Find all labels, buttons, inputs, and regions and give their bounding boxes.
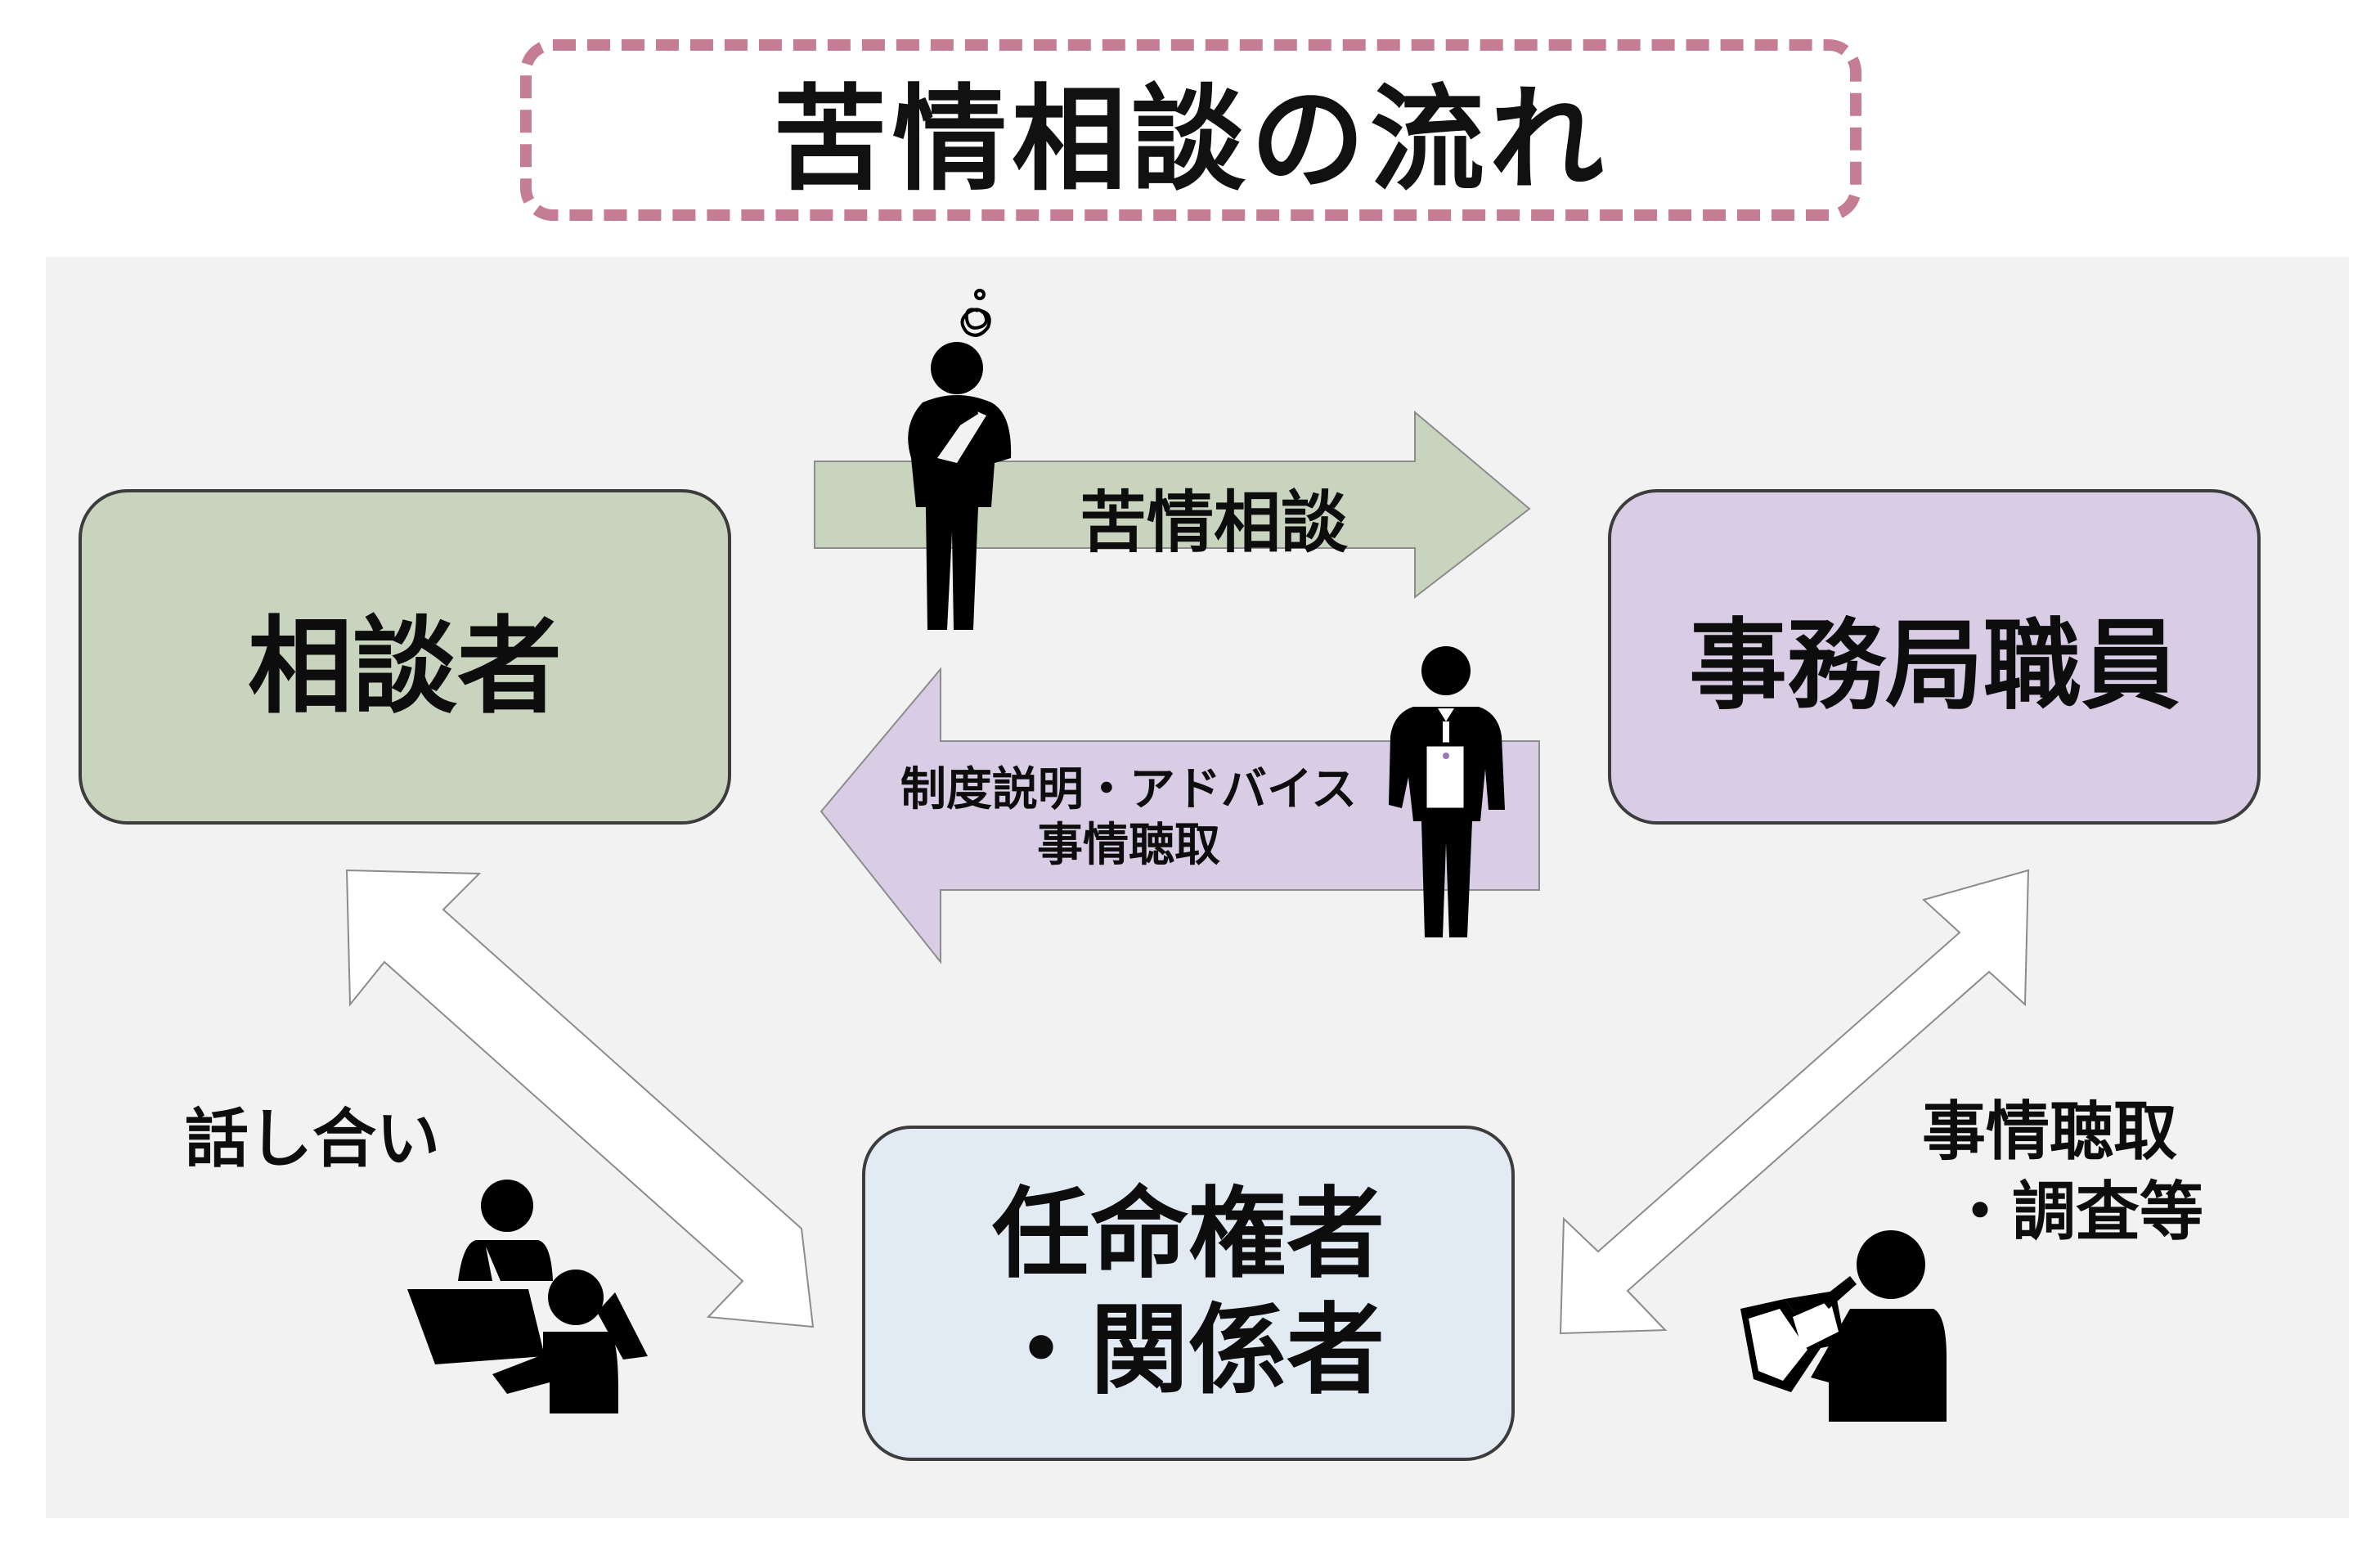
arrow-to-jimukyoku bbox=[814, 410, 1531, 600]
arrow-label-seido-setsumei: 制度説明・アドバイス 事情聴取 bbox=[875, 762, 1382, 874]
arrow-label-jijou-line1: 事情聴取 bbox=[1922, 1095, 2178, 1169]
staff-person-icon bbox=[1389, 646, 1505, 937]
arrow-label-seido-line2: 事情聴取 bbox=[1037, 819, 1220, 873]
arrow-label-kujo-soudan: 苦情相談 bbox=[1080, 484, 1349, 562]
worried-person-icon bbox=[908, 289, 1012, 630]
title-frame: 苦情相談の流れ bbox=[520, 39, 1861, 221]
arrow-label-jijou-choushu: 事情聴取 ・調査等 bbox=[1922, 1093, 2203, 1252]
arrow-soudansha-ninmei bbox=[345, 869, 815, 1328]
node-ninmei-label-line1: 任命権者 bbox=[992, 1178, 1385, 1292]
meeting-people-icon bbox=[407, 1180, 648, 1413]
arrow-jimukyoku-ninmei bbox=[1559, 869, 2030, 1335]
node-jimukyoku-label: 事務局職員 bbox=[1689, 609, 2180, 723]
node-soudansha: 相談者 bbox=[79, 489, 731, 825]
node-soudansha-label: 相談者 bbox=[247, 605, 562, 728]
arrow-label-hanashiai: 話し合い bbox=[185, 1103, 441, 1176]
node-ninmei: 任命権者 ・関係者 bbox=[862, 1126, 1515, 1461]
page-title: 苦情相談の流れ bbox=[772, 74, 1609, 207]
node-jimukyoku: 事務局職員 bbox=[1608, 489, 2261, 825]
arrow-label-jijou-line2: ・調査等 bbox=[1948, 1175, 2204, 1249]
note-taking-person-icon bbox=[1740, 1230, 1947, 1422]
arrow-label-seido-line1: 制度説明・アドバイス bbox=[900, 763, 1358, 816]
node-ninmei-label-line2: ・関係者 bbox=[992, 1294, 1385, 1408]
